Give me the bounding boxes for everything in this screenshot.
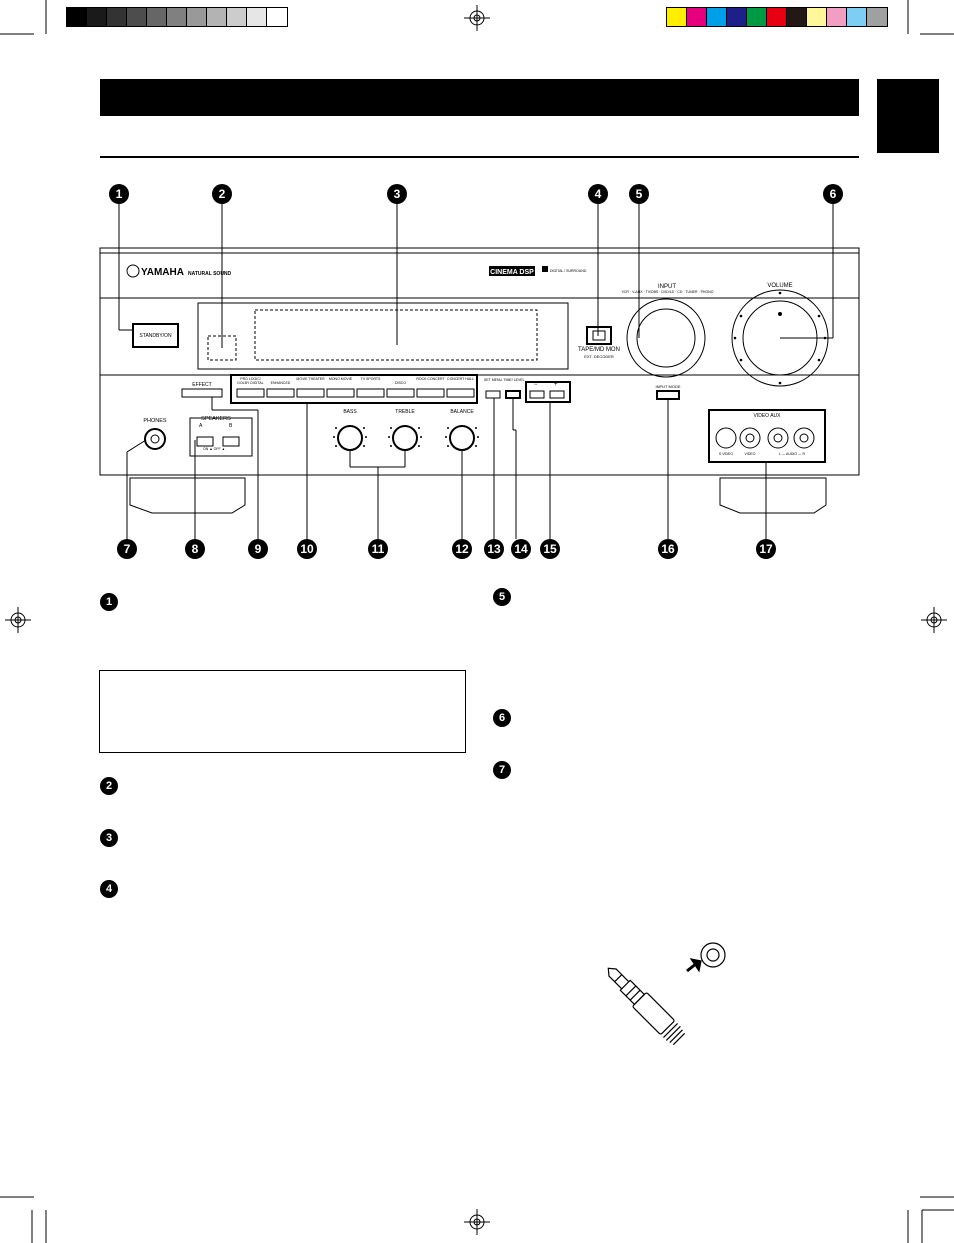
callout-3: 3 [387, 184, 407, 204]
phones-label: PHONES [143, 418, 167, 424]
dsp-program-4: TV SPORTS [360, 377, 381, 381]
section-marker-3: 3 [100, 829, 118, 847]
callout-11: 11 [368, 539, 388, 559]
effect-label: EFFECT [192, 382, 212, 388]
ext-decoder-label: EXT. DECODER [584, 354, 614, 359]
standby-label: STANDBY/ON [139, 333, 172, 339]
dsp-program-1: ENHANCED [270, 381, 291, 385]
balance-label: BALANCE [450, 409, 474, 415]
registration-target-right [921, 607, 947, 633]
brand-tagline: NATURAL SOUND [188, 271, 232, 277]
callout-5: 5 [629, 184, 649, 204]
section-marker-4: 4 [100, 880, 118, 898]
dsp-program-7: CONCERT HALL [447, 377, 474, 381]
color-bar [666, 7, 888, 27]
receiver-front-panel: YAMAHA NATURAL SOUND CINEMA DSP DIGITAL … [99, 204, 860, 539]
jack-label-video: VIDEO [744, 452, 756, 456]
jack-label-svideo: S VIDEO [718, 452, 734, 456]
time-level-label: TIME/ LEVEL [503, 378, 525, 382]
language-tab [877, 79, 939, 153]
video-aux-label: VIDEO AUX [753, 413, 781, 419]
registration-target-top [464, 5, 490, 31]
callout-2: 2 [212, 184, 232, 204]
dolby-logo: DIGITAL / SURROUND [550, 269, 587, 273]
dsp-program-2: MOVIE THEATER [296, 377, 325, 381]
input-label: INPUT [658, 284, 676, 290]
jack-label-audio: L — AUDIO — R [778, 452, 806, 456]
section-marker-6: 6 [493, 709, 511, 727]
input-mode-label: INPUT MODE [655, 384, 681, 389]
callout-7: 7 [117, 539, 137, 559]
tape-mon-label: TAPE/MD MON [578, 347, 620, 353]
dsp-program-3: MONO MOVIE [328, 377, 353, 381]
callout-4: 4 [588, 184, 608, 204]
input-sources: VCR · V-AUX · TV/DBS · DVD/LD · CD · TUN… [621, 290, 714, 294]
registration-target-left [5, 607, 31, 633]
brand-logo: YAMAHA [141, 267, 184, 278]
dsp-program-0: PRO LOGIC/ DOLBY DIGITAL [237, 377, 264, 385]
section-marker-7: 7 [493, 761, 511, 779]
volume-label: VOLUME [767, 283, 793, 289]
headphone-plug-illustration [607, 942, 726, 1046]
callout-1: 1 [109, 184, 129, 204]
title-bar [100, 79, 859, 116]
section-marker-2: 2 [100, 777, 118, 795]
bass-label: BASS [343, 409, 357, 415]
speaker-on-off-label: ON ▲ OFF ▲ [203, 447, 226, 451]
callout-15: 15 [540, 539, 560, 559]
registration-target-bottom [464, 1209, 490, 1235]
callout-17: 17 [756, 539, 776, 559]
speaker-a-label: A [199, 423, 203, 429]
speaker-b-label: B [229, 423, 233, 429]
treble-label: TREBLE [395, 409, 415, 415]
minus-label: − [534, 382, 538, 388]
header-rule [100, 156, 859, 158]
section-marker-1: 1 [100, 593, 118, 611]
dsp-program-5: DISCO [394, 381, 407, 385]
grayscale-bar [66, 7, 288, 27]
callout-13: 13 [484, 539, 504, 559]
callout-10: 10 [297, 539, 317, 559]
callout-14: 14 [511, 539, 531, 559]
dsp-program-6: ROCK CONCERT [416, 377, 445, 381]
callout-9: 9 [248, 539, 268, 559]
callout-6: 6 [823, 184, 843, 204]
set-menu-label: SET MENU [483, 378, 503, 382]
callout-16: 16 [658, 539, 678, 559]
note-box [99, 670, 466, 753]
callout-8: 8 [185, 539, 205, 559]
cinema-dsp-logo: CINEMA DSP [490, 269, 534, 276]
section-marker-5: 5 [493, 588, 511, 606]
plus-label: + [554, 382, 558, 388]
callout-12: 12 [452, 539, 472, 559]
speakers-label: SPEAKERS [201, 416, 231, 422]
